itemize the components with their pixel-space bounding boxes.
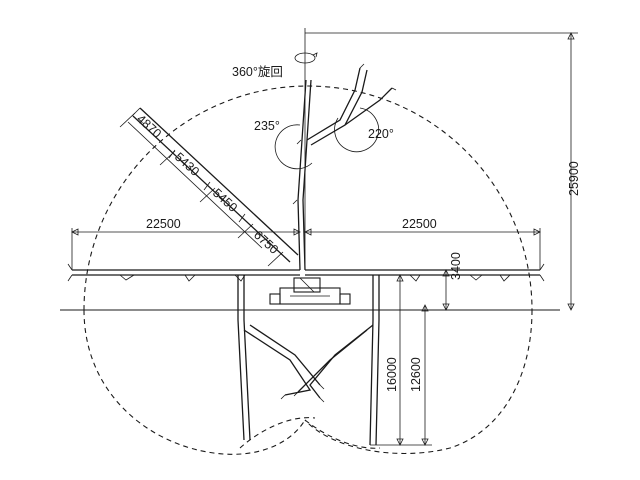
boom-horizontal-left <box>67 263 300 282</box>
reach-envelope <box>83 85 533 455</box>
angle-right-label: 220° <box>368 127 394 141</box>
boom-down-right <box>293 275 380 446</box>
height-dimension <box>567 32 575 311</box>
boom-down-left <box>237 275 325 441</box>
rotation-symbol <box>294 52 318 64</box>
height-total-label: 25900 <box>567 161 581 196</box>
depth-vertical-label: 12600 <box>409 357 423 392</box>
section-1-label: 4870 <box>134 112 164 141</box>
truck-body <box>269 277 351 305</box>
depth-dimensions <box>370 274 432 446</box>
boom-base-height-dimension <box>442 269 450 311</box>
boom-horizontal-right <box>305 263 545 282</box>
boom-vertical-up <box>292 79 312 271</box>
depth-max-label: 16000 <box>385 357 399 392</box>
rotation-label: 360°旋回 <box>232 65 283 79</box>
reach-right-label: 22500 <box>402 217 437 231</box>
angle-arcs <box>274 107 380 170</box>
section-markers <box>119 112 284 267</box>
angle-left-label: 235° <box>254 119 280 133</box>
height-boom-base-label: 3400 <box>449 252 463 280</box>
reach-left-label: 22500 <box>146 217 181 231</box>
reach-dimension-lines <box>71 228 541 270</box>
boom-folded-upper-right <box>306 63 397 146</box>
section-2-label: 5430 <box>172 150 202 179</box>
boom-diagonal <box>127 107 299 263</box>
